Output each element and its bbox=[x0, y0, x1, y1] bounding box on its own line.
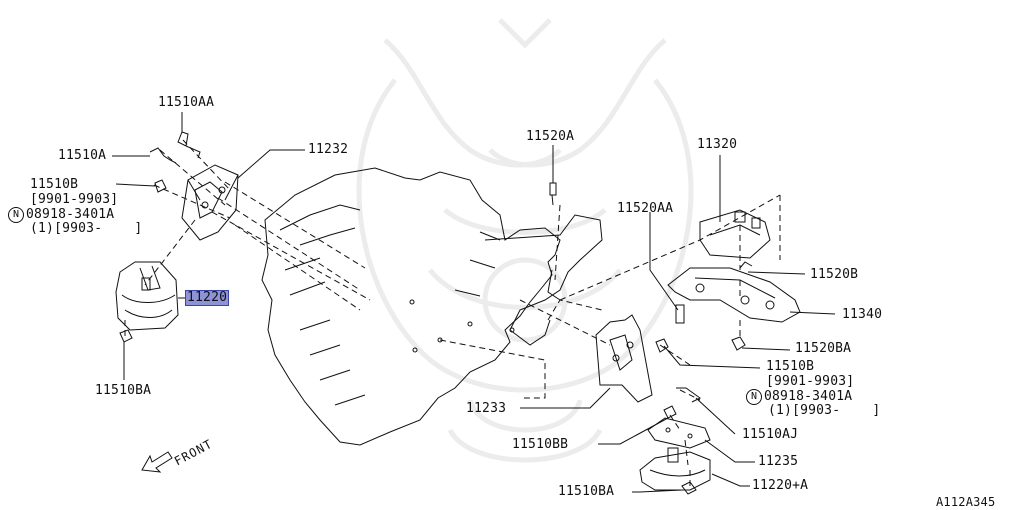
watermark-emblem bbox=[356, 18, 694, 463]
label-08918-right-qty: (1)[9903- ] bbox=[768, 403, 881, 418]
label-11232[interactable]: 11232 bbox=[308, 142, 349, 157]
label-11320[interactable]: 11320 bbox=[697, 137, 738, 152]
n-symbol-icon: N bbox=[8, 207, 24, 223]
leader-lines bbox=[112, 112, 836, 493]
label-11520BA[interactable]: 11520BA bbox=[795, 341, 852, 356]
label-08918-left-qty: (1)[9903- ] bbox=[30, 221, 143, 236]
label-11510BA-right[interactable]: 11510BA bbox=[558, 484, 615, 499]
plate-11235 bbox=[647, 417, 711, 449]
right-fasteners bbox=[655, 304, 746, 495]
label-11510AJ[interactable]: 11510AJ bbox=[742, 427, 799, 442]
mount-11320 bbox=[699, 209, 771, 259]
crossmember-11340 bbox=[667, 261, 801, 323]
label-11510B-right[interactable]: 11510B bbox=[766, 359, 815, 374]
left-fasteners bbox=[119, 131, 201, 343]
label-11340[interactable]: 11340 bbox=[842, 307, 883, 322]
label-11235[interactable]: 11235 bbox=[758, 454, 799, 469]
label-11510BB[interactable]: 11510BB bbox=[512, 437, 569, 452]
label-11510B-right-range: [9901-9903] bbox=[766, 374, 855, 389]
bracket-11233 bbox=[595, 314, 653, 403]
front-arrow-icon bbox=[141, 451, 173, 473]
reference-code: A112A345 bbox=[936, 495, 996, 509]
mount-11220A bbox=[639, 447, 711, 491]
label-08918-left[interactable]: 08918-3401A bbox=[26, 207, 115, 222]
engine-block bbox=[261, 167, 561, 446]
n-symbol-icon: N bbox=[746, 389, 762, 405]
label-11510B-left[interactable]: 11510B bbox=[30, 177, 79, 192]
label-11233[interactable]: 11233 bbox=[466, 401, 507, 416]
transmission-case bbox=[484, 182, 603, 346]
label-11220A[interactable]: 11220+A bbox=[752, 478, 809, 493]
label-11220-highlighted[interactable]: 11220 bbox=[184, 290, 230, 306]
label-11520B[interactable]: 11520B bbox=[810, 267, 859, 282]
label-11510BA-left[interactable]: 11510BA bbox=[95, 383, 152, 398]
bracket-11232 bbox=[181, 164, 239, 241]
label-11510AA[interactable]: 11510AA bbox=[158, 95, 215, 110]
label-11510A[interactable]: 11510A bbox=[58, 148, 107, 163]
label-11520AA[interactable]: 11520AA bbox=[617, 201, 674, 216]
label-11510B-left-range: [9901-9903] bbox=[30, 192, 119, 207]
label-08918-right[interactable]: 08918-3401A bbox=[764, 389, 853, 404]
mount-11220 bbox=[115, 261, 179, 331]
label-11520A[interactable]: 11520A bbox=[526, 129, 575, 144]
